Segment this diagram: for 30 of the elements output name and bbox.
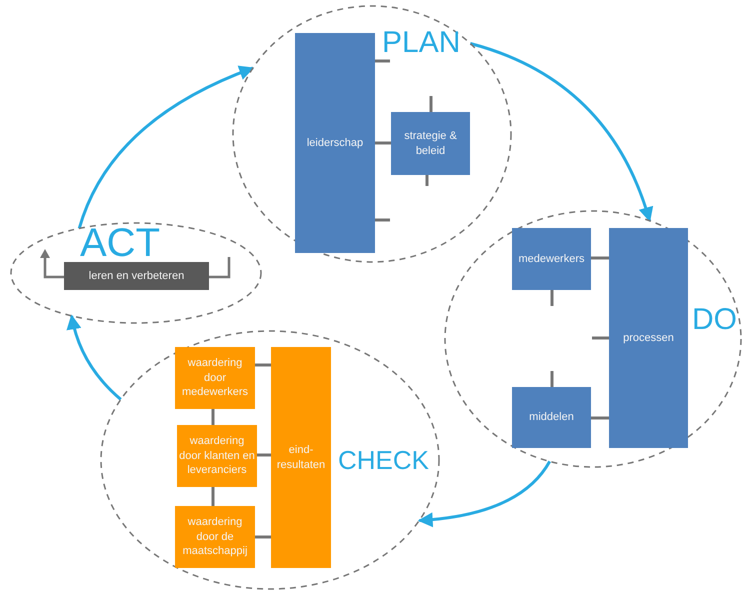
phase-heading: PLAN [382, 28, 460, 58]
connector-line [375, 142, 391, 144]
connector-line [255, 536, 271, 538]
process-box: waardering door klanten en leveranciers [177, 425, 257, 487]
arrow [418, 460, 551, 527]
process-box: strategie & beleid [391, 112, 470, 175]
process-box: leren en verbeteren [64, 262, 209, 290]
arrow [470, 42, 653, 222]
connector-line [212, 487, 214, 506]
phase-heading: ACT [80, 223, 160, 263]
connector-line [212, 409, 214, 425]
process-box: medewerkers [512, 228, 591, 290]
phase-heading: CHECK [338, 447, 430, 473]
phase-heading: DO [692, 305, 737, 335]
process-box: middelen [512, 387, 591, 448]
dashed-ellipse [444, 210, 742, 468]
process-box: processen [609, 228, 688, 448]
connector-line [257, 454, 271, 456]
dashed-ellipse [10, 222, 262, 324]
connector-line [591, 256, 609, 260]
connector-line [591, 416, 609, 420]
process-box: eind-resultaten [271, 347, 331, 568]
arrow [78, 66, 254, 229]
process-box: waardering door medewerkers [175, 347, 255, 409]
process-box: waardering door de maatschappij [175, 506, 255, 568]
connector-line [255, 364, 271, 366]
arrow [66, 314, 122, 401]
dashed-ellipse [100, 330, 440, 590]
process-box: leiderschap [295, 33, 375, 253]
dashed-ellipse [232, 5, 512, 263]
